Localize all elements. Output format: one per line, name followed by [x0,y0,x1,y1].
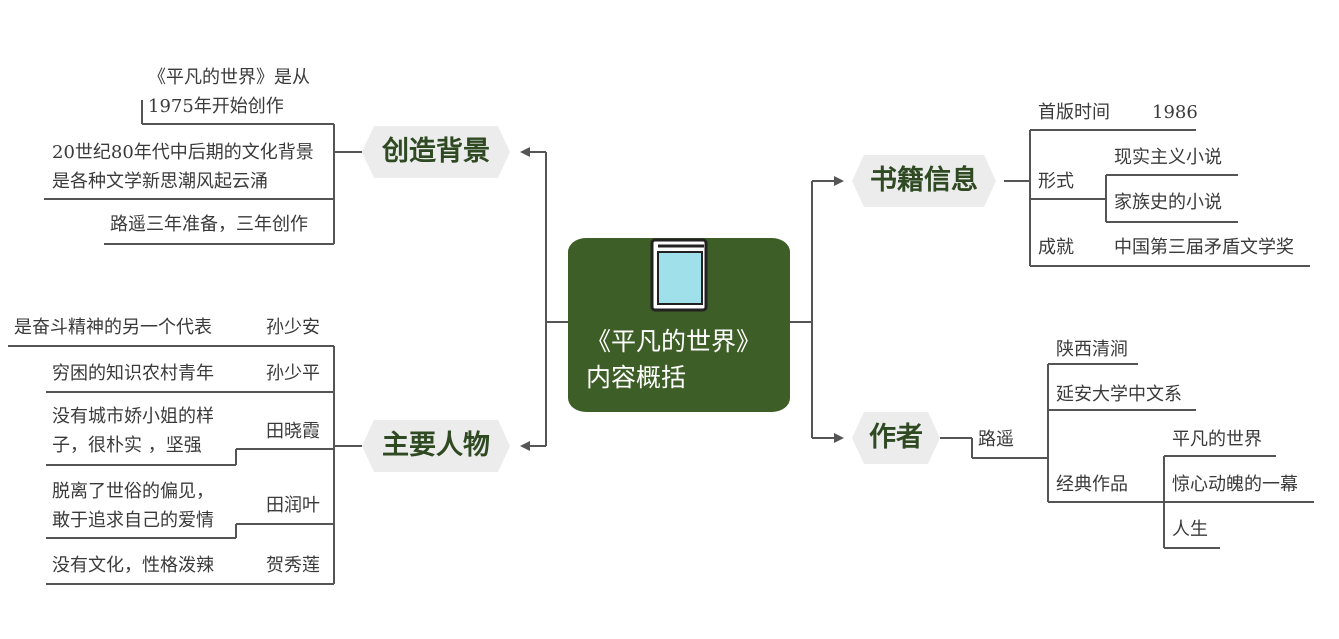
character-2-desc: 穷困的知识农村青年 [52,363,214,384]
author-work-3: 人生 [1172,519,1208,540]
character-4-desc-line-2: 敢于追求自己的爱情 [52,510,214,531]
background-item-1-line-1: 《平凡的世界》是从 [148,67,310,88]
character-3-desc-line-2: 子，很朴实 ，坚强 [52,435,202,456]
branch-book-info: 书籍信息 [852,155,996,207]
author-name: 路遥 [978,429,1014,450]
character-1-desc: 是奋斗精神的另一个代表 [14,317,212,338]
character-4-desc-line-1: 脱离了世俗的偏见， [52,481,214,502]
character-3-desc-line-1: 没有城市娇小姐的样 [52,406,214,427]
background-item-3: 路遥三年准备，三年创作 [110,214,308,235]
background-item-2-line-1: 20世纪80年代中后期的文化背景 [52,142,314,163]
author-work-1: 平凡的世界 [1172,429,1262,450]
background-item-2-line-2: 是各种文学新思潮风起云涌 [52,171,268,192]
book-achievement-value: 中国第三届矛盾文学奖 [1114,237,1294,258]
branch-author: 作者 [852,412,940,464]
book-form-key: 形式 [1038,171,1074,192]
author-school: 延安大学中文系 [1056,384,1182,405]
author-origin: 陕西清涧 [1056,339,1128,360]
character-5-desc: 没有文化，性格泼辣 [52,555,214,576]
book-icon [650,238,708,312]
book-form-value-2: 家族史的小说 [1114,192,1222,213]
book-achievement-key: 成就 [1038,237,1074,258]
central-title-line-2: 内容概括 [586,363,687,392]
central-title-line-1: 《平凡的世界》 [586,327,762,356]
branch-characters: 主要人物 [362,420,510,472]
character-5-name: 贺秀莲 [266,555,320,576]
author-work-2: 惊心动魄的一幕 [1172,474,1298,495]
book-first-edition-value: 1986 [1152,102,1198,123]
author-works-key: 经典作品 [1056,474,1128,495]
central-topic-title: 《平凡的世界》 内容概括 [586,324,776,396]
book-form-value-1: 现实主义小说 [1114,147,1222,168]
character-4-name: 田润叶 [266,495,320,516]
book-first-edition-key: 首版时间 [1038,102,1110,123]
central-topic: 《平凡的世界》 内容概括 [568,238,790,412]
branch-background: 创造背景 [362,126,510,178]
background-item-1-line-2: 1975年开始创作 [148,96,284,117]
character-3-name: 田晓霞 [266,421,320,442]
character-2-name: 孙少平 [266,363,320,384]
character-1-name: 孙少安 [266,317,320,338]
